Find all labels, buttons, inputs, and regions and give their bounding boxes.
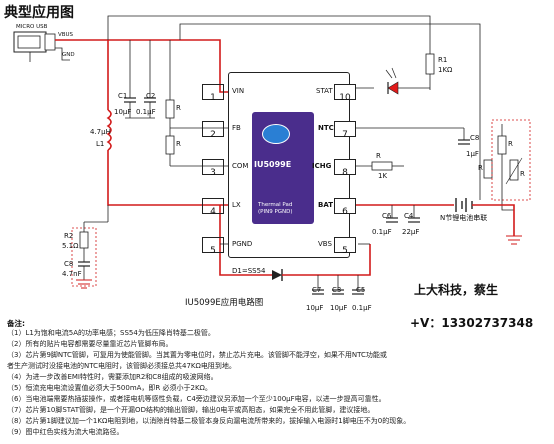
r1-label: R1	[438, 56, 448, 64]
usb-vbus-label: VBUS	[58, 32, 74, 38]
rntc-label: R	[520, 170, 525, 178]
pin-2-name: FB	[232, 124, 241, 132]
c6-label: C6	[382, 212, 392, 220]
capacitor-c6	[386, 205, 398, 223]
pin-7: 7	[334, 121, 356, 140]
c3-value: 10µF	[330, 304, 348, 312]
capacitor-c5	[352, 275, 364, 295]
rset-value: 1K	[378, 172, 388, 180]
pin-3: 3	[202, 159, 224, 178]
c2-value: 0.1µF	[136, 108, 156, 116]
chip-name: IU5099E	[254, 160, 292, 169]
usb-label: MICRO USB	[16, 24, 48, 30]
inductor-label: L1	[96, 140, 105, 148]
note-1: （1）L1为饱和电流5A的功率电感；SS54为低压降肖特基二极管。	[7, 329, 215, 337]
c1-value: 10µF	[114, 108, 132, 116]
pin-4: 4	[202, 198, 224, 217]
c4-label: C4	[404, 212, 414, 220]
pin-1: 1	[202, 84, 224, 103]
pin-1-name: VIN	[232, 87, 245, 95]
led-indicator	[385, 67, 399, 95]
c5-value: 0.1µF	[352, 304, 372, 312]
rset-label: R	[376, 152, 381, 160]
note-6: （6）当电池端需要热插拔操作，或者接电机等感性负载，C4旁边建议另添加一个至少1…	[7, 395, 386, 403]
c3-label: C3	[332, 286, 342, 294]
note-5: （5）恒流充电电流设置值必须大于500mA，即R 必须小于2KΩ。	[7, 384, 212, 392]
resistor-rs	[497, 135, 507, 155]
c6-value: 0.1µF	[372, 228, 392, 236]
c2-label: C2	[146, 92, 156, 100]
rfb1-label: R	[176, 104, 181, 112]
pin-vbs-name: VBS	[318, 240, 332, 248]
pin-7-name: NTC	[318, 124, 334, 132]
diode-d1	[272, 269, 283, 281]
d1-label: D1=SS54	[232, 267, 266, 275]
r1-value: 1KΩ	[438, 66, 453, 74]
c7-label: C7	[312, 286, 322, 294]
pin-6: 6	[334, 198, 356, 217]
chip-pad-label-1: Thermal Pad	[258, 202, 293, 208]
inductor-value: 4.7µH	[90, 128, 111, 136]
resistor-rfb1	[165, 40, 175, 128]
contact-info: +V：13302737348	[410, 316, 534, 330]
rp-label: R	[478, 164, 483, 172]
capacitor-c1	[124, 40, 136, 118]
capacitor-c2	[144, 40, 156, 118]
pin-10-name: STAT	[316, 87, 333, 95]
c5-label: C5	[356, 286, 366, 294]
resistor-rfb2	[165, 128, 175, 166]
pin-2: 2	[202, 121, 224, 140]
company-name: 上大科技，蔡生	[414, 283, 499, 297]
pin-vbs: 5	[334, 237, 356, 256]
usb-connector	[13, 31, 56, 62]
resistor-rset	[371, 161, 393, 171]
rfb2-label: R	[176, 140, 181, 148]
c8-value: 4.7nF	[62, 270, 82, 278]
note-3-cont: 者生产测试时没接电池的NTC电阻时，该管脚必须接总共47KΩ电阻到地。	[7, 362, 236, 370]
pin-4-name: LX	[232, 201, 241, 209]
rs-label: R	[508, 140, 513, 148]
r2-label: R2	[64, 232, 74, 240]
c1-label: C1	[118, 92, 128, 100]
chip-pad-label-2: (PIN9 PGND)	[258, 209, 293, 215]
usb-gnd-label: GND	[62, 52, 75, 58]
pin-8: 8	[334, 159, 356, 178]
c8b-label: C8	[470, 134, 480, 142]
chip-logo	[262, 124, 290, 144]
capacitor-c4	[408, 205, 420, 223]
figure-caption: IU5099E应用电路图	[185, 298, 264, 308]
r2-value: 5.1Ω	[62, 242, 79, 250]
page-title: 典型应用图	[4, 5, 74, 21]
pin-8-name: ICHG	[312, 162, 332, 170]
c8b-value: 1µF	[466, 150, 479, 158]
inductor-l1	[106, 109, 112, 151]
resistor-r2	[79, 205, 109, 262]
resistor-rp	[483, 159, 493, 179]
capacitor-c8	[78, 261, 90, 280]
note-8: （8）芯片第1脚建议加一个1KΩ电阻到地，以消除肖特基二极管本身反向漏电流所带来…	[7, 417, 411, 425]
pin-10: 10	[334, 84, 356, 103]
pin-5: 5	[202, 237, 224, 256]
pin-6-name: BAT	[318, 201, 333, 209]
notes-heading: 备注:	[7, 319, 25, 328]
c8-label: C8	[64, 260, 74, 268]
c4-value: 22µF	[402, 228, 420, 236]
ntc-thermistor	[505, 157, 523, 185]
capacitor-c8b	[458, 128, 470, 145]
capacitor-c7	[312, 275, 324, 295]
battery-label: N节锂电池串联	[440, 214, 488, 222]
note-9: （9）图中红色实线为流大电流路径。	[7, 428, 124, 436]
pin-3-name: COM	[232, 162, 249, 170]
note-4: （4）为进一步改善EMI特性时，需要添加R2和C8组成的吸波网络。	[7, 373, 218, 381]
battery	[455, 198, 473, 212]
note-2: （2）所有的贴片电容都需要尽量靠近芯片管脚布局。	[7, 340, 173, 348]
note-7: （7）芯片第10脚STAT管脚，是一个开漏OD结构的输出管脚，输出0电平或高阻态…	[7, 406, 375, 414]
capacitor-c3	[332, 275, 344, 295]
c7-value: 10µF	[306, 304, 324, 312]
pin-5-name: PGND	[232, 240, 253, 248]
note-3: （3）芯片第9脚NTC管脚，可复用为使能管脚。当其置为零电位时，禁止芯片充电。该…	[7, 351, 387, 359]
resistor-r1	[425, 53, 435, 75]
